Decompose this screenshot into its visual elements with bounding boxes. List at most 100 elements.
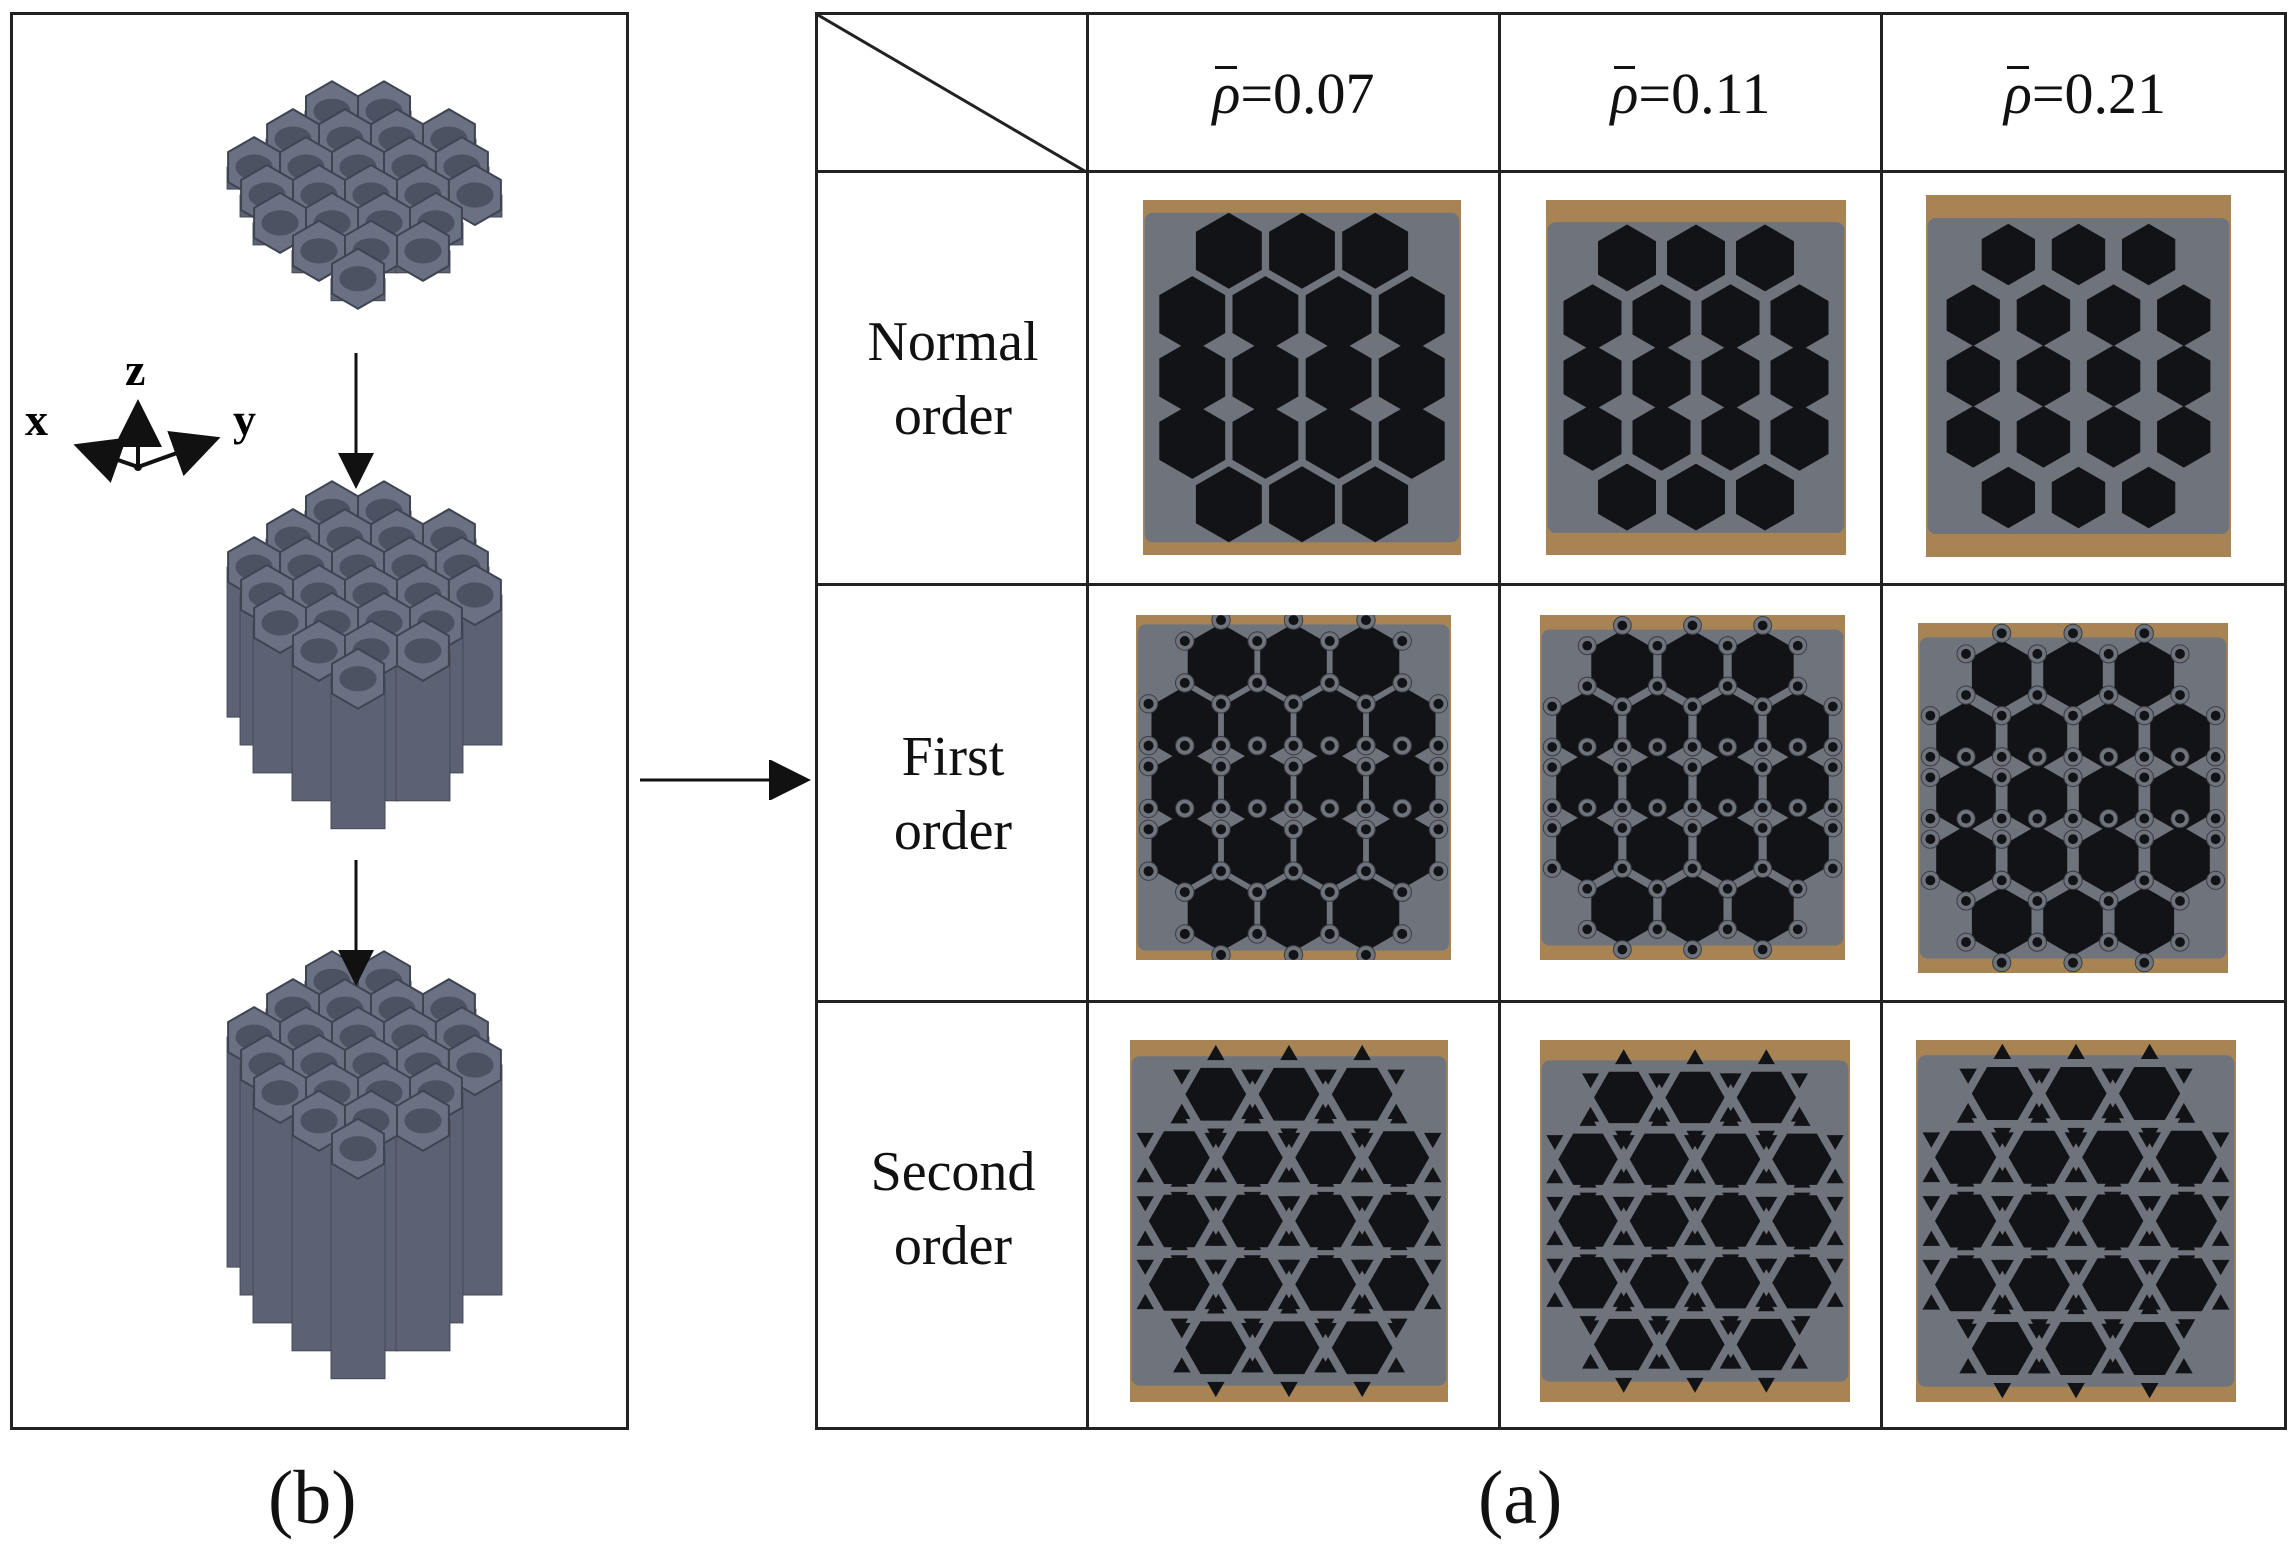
cell-16 (1269, 466, 1335, 543)
cell-17 (2122, 466, 2176, 529)
grid-col-3 (1880, 15, 1883, 1427)
cell-10 (1378, 339, 1445, 416)
caption-a: (a) (1478, 1456, 1563, 1540)
printed-specimen (1144, 212, 1460, 543)
specimen-photo-normal-007 (1143, 200, 1461, 555)
cell-8 (2016, 345, 2071, 407)
specimen-photo-first-007 (1136, 615, 1451, 960)
cell-16 (1246, 1298, 1332, 1398)
cell-11 (1563, 403, 1622, 471)
col-header-3: ρ=0.21 (2003, 61, 2167, 126)
cell-17 (1724, 1296, 1808, 1393)
cell-0 (1582, 1049, 1666, 1146)
specimen-photo-normal-011 (1546, 200, 1846, 555)
printed-specimen (1919, 623, 2227, 973)
grid-row-1 (818, 170, 2284, 173)
grid-row-2 (818, 583, 2284, 586)
cell-6 (1378, 276, 1445, 353)
cell-11 (1159, 402, 1226, 479)
cell-6 (1753, 676, 1843, 777)
cell-12 (1632, 403, 1691, 471)
cell-2 (1736, 224, 1794, 292)
cell-5 (1283, 673, 1376, 777)
cell-10 (2157, 345, 2211, 407)
cell-14 (1378, 402, 1445, 479)
caption-b: (b) (268, 1456, 357, 1540)
cell-17 (2099, 870, 2190, 973)
printed-specimen (1927, 217, 2230, 535)
cell-12 (2016, 406, 2071, 468)
grid-col-1 (1086, 15, 1089, 1427)
cell-6 (1760, 1111, 1844, 1208)
cell-11 (1922, 1235, 2009, 1335)
grid-col-2 (1498, 15, 1501, 1427)
model-bottom-tall-extruded (226, 950, 503, 1380)
model-top-thin-layer (226, 80, 503, 310)
cell-15 (1195, 466, 1262, 543)
axis-label-z: z (125, 344, 145, 395)
cell-8 (1996, 1171, 2083, 1271)
specimen-photo-first-011 (1540, 615, 1845, 960)
printed-specimen (1917, 1043, 2235, 1399)
panel-link-arrow (640, 760, 811, 800)
cell-14 (2143, 1235, 2230, 1335)
cell-8 (1232, 339, 1299, 416)
cell-7 (1546, 1172, 1630, 1270)
cell-12 (1232, 402, 1299, 479)
printed-specimen (1131, 1044, 1447, 1398)
cell-13 (1305, 402, 1372, 479)
cell-17 (1736, 463, 1794, 531)
printed-specimen (1137, 615, 1450, 960)
col-header-2: ρ=0.11 (1610, 61, 1771, 126)
cell-4 (1232, 276, 1299, 353)
cell-10 (1770, 344, 1829, 411)
cell-9 (2086, 345, 2141, 407)
cell-4 (1632, 284, 1691, 352)
cell-12 (1617, 1234, 1702, 1331)
printed-specimen (1541, 616, 1844, 959)
cell-3 (1159, 276, 1226, 353)
cad-illustration: x z y (25, 80, 503, 1380)
cell-7 (1946, 345, 2000, 407)
cell-0 (1981, 223, 2035, 286)
cell-15 (1981, 466, 2035, 529)
printed-specimen (1547, 222, 1845, 533)
model-middle-extruded (226, 480, 503, 830)
printed-specimen (1541, 1049, 1849, 1393)
cell-1 (1667, 224, 1725, 292)
cell-5 (1701, 284, 1760, 352)
cell-2 (2122, 223, 2176, 286)
axis-label-x: x (25, 394, 48, 445)
cell-12 (1209, 1234, 1296, 1334)
cell-2 (1724, 1049, 1808, 1146)
cell-13 (2069, 1235, 2156, 1335)
axis-triad-icon (73, 399, 221, 483)
cell-16 (1667, 463, 1725, 531)
cell-1 (1269, 212, 1335, 289)
cell-0 (1195, 212, 1262, 289)
cell-17 (1319, 1298, 1405, 1398)
cell-5 (1305, 276, 1372, 353)
cell-13 (1701, 403, 1760, 471)
cell-9 (1701, 344, 1760, 411)
cell-3 (1563, 284, 1622, 352)
cell-0 (1598, 224, 1656, 292)
header-diagonal (818, 15, 1088, 173)
cell-14 (1770, 403, 1829, 471)
cell-8 (1632, 344, 1691, 411)
cell-17 (1320, 861, 1412, 960)
cell-17 (1718, 859, 1808, 959)
grid-row-3 (818, 1000, 2284, 1003)
cell-2 (1342, 212, 1409, 289)
cell-11 (1546, 1234, 1630, 1331)
cell-16 (2032, 1298, 2120, 1399)
col-header-1: ρ=0.07 (1212, 61, 1375, 126)
cell-5 (1282, 1108, 1369, 1208)
specimen-photo-second-021 (1916, 1040, 2236, 1402)
axis-label-y: y (233, 394, 256, 445)
cell-14 (2157, 406, 2211, 468)
